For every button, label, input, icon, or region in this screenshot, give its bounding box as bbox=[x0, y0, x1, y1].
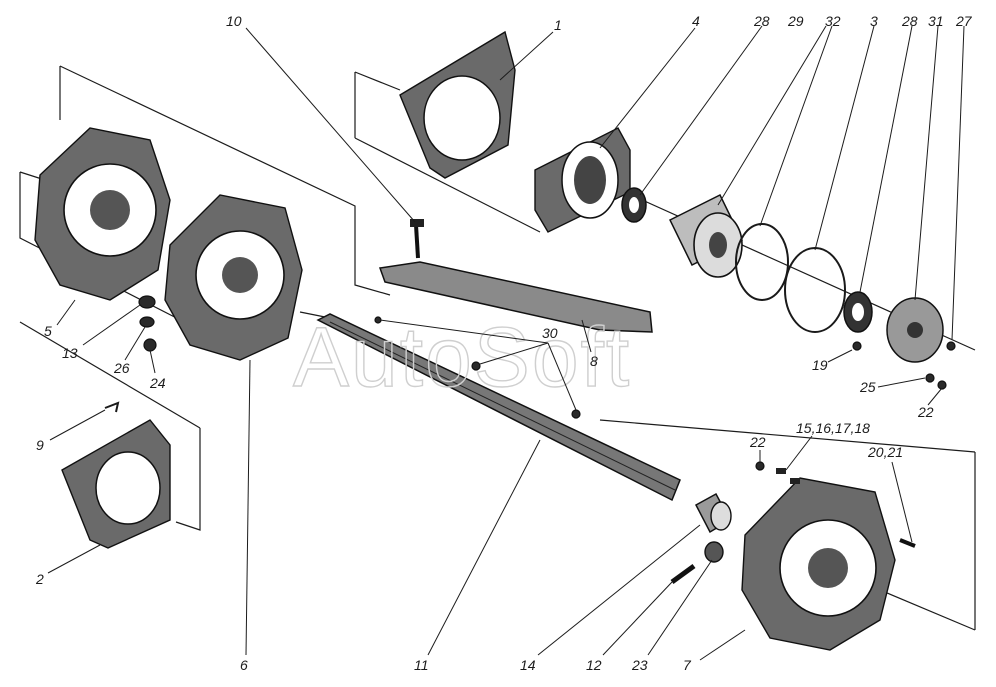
callout-11: 11 bbox=[414, 657, 429, 673]
callout-6: 6 bbox=[240, 657, 248, 673]
callout-26: 26 bbox=[113, 360, 130, 376]
washers-13-26-24 bbox=[138, 295, 157, 352]
callout-14: 14 bbox=[520, 657, 536, 673]
part-9-clip bbox=[104, 401, 120, 413]
callout-32: 32 bbox=[825, 13, 841, 29]
callout-24: 24 bbox=[149, 375, 166, 391]
callout-25: 25 bbox=[859, 379, 876, 395]
part-29-roller bbox=[668, 193, 744, 278]
callout-8: 8 bbox=[590, 353, 598, 369]
callout-20-21: 20,21 bbox=[867, 444, 903, 460]
callout-29: 29 bbox=[787, 13, 804, 29]
callout-28-top: 28 bbox=[753, 13, 770, 29]
callout-7: 7 bbox=[683, 657, 692, 673]
part-10-bolt bbox=[410, 219, 424, 259]
part-14-coupling bbox=[694, 492, 732, 534]
leader-lines bbox=[47, 25, 965, 661]
part-28-bearing bbox=[621, 187, 647, 223]
fasteners-22-15-18 bbox=[755, 461, 800, 484]
part-11-shaft bbox=[316, 313, 681, 502]
callout-10: 10 bbox=[226, 13, 242, 29]
part-3-ring bbox=[784, 247, 846, 333]
part-1-flange-plate bbox=[399, 30, 516, 179]
part-7-flange-disc bbox=[741, 477, 896, 651]
watermark: AutoSoft bbox=[293, 310, 631, 404]
callout-22-lower: 22 bbox=[749, 434, 766, 450]
part-31-end-cap bbox=[886, 297, 944, 363]
part-20-21-bolt bbox=[899, 538, 916, 548]
part-8-bracket-bar bbox=[378, 261, 653, 333]
part-28-bearing-right bbox=[843, 291, 873, 333]
callout-31: 31 bbox=[928, 13, 944, 29]
callout-27: 27 bbox=[955, 13, 973, 29]
part-4-bearing-housing bbox=[534, 127, 631, 233]
callout-15-18: 15,16,17,18 bbox=[796, 420, 870, 436]
callout-28-right: 28 bbox=[901, 13, 918, 29]
callout-22-right: 22 bbox=[917, 404, 934, 420]
cap-fasteners bbox=[852, 341, 956, 390]
callout-2: 2 bbox=[35, 571, 44, 587]
callout-30: 30 bbox=[542, 325, 558, 341]
callout-3: 3 bbox=[870, 13, 878, 29]
part-6-flange-disc bbox=[164, 194, 303, 361]
part-30-pins bbox=[374, 316, 581, 419]
callout-labels: 1 4 28 29 32 3 28 31 27 10 5 13 26 24 9 … bbox=[35, 13, 973, 673]
callout-13: 13 bbox=[62, 345, 78, 361]
callout-19: 19 bbox=[812, 357, 828, 373]
callout-23: 23 bbox=[631, 657, 648, 673]
callout-4: 4 bbox=[692, 13, 700, 29]
callout-12: 12 bbox=[586, 657, 602, 673]
callout-1: 1 bbox=[554, 17, 562, 33]
part-5-flange-disc bbox=[34, 127, 171, 301]
callout-9: 9 bbox=[36, 437, 44, 453]
part-32-snap-ring bbox=[735, 223, 789, 301]
part-2-flange-plate bbox=[61, 419, 171, 549]
part-23-nut bbox=[704, 541, 724, 563]
callout-5: 5 bbox=[44, 323, 52, 339]
part-12-bolt bbox=[670, 563, 696, 585]
